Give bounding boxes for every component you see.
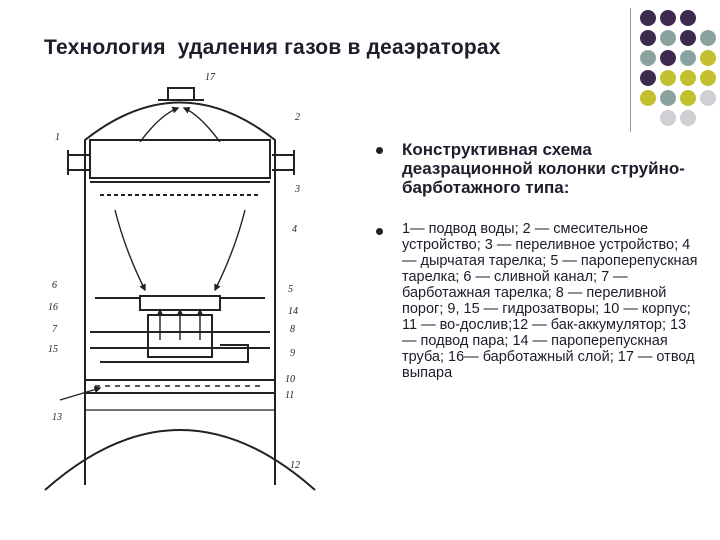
label-13: 13: [52, 412, 62, 423]
label-3: 3: [294, 184, 300, 195]
bullet-legend: 1— подвод воды; 2 — смесительное устройс…: [402, 221, 698, 381]
dot-purple: [640, 70, 656, 86]
dot-olive: [700, 70, 716, 86]
label-2: 2: [295, 112, 300, 123]
label-4: 4: [292, 224, 297, 235]
dot-olive: [680, 90, 696, 106]
dot-teal: [680, 50, 696, 66]
dot-gray: [680, 110, 696, 126]
label-10: 10: [285, 374, 295, 385]
dot-teal: [660, 30, 676, 46]
label-7: 7: [52, 324, 58, 335]
dot-purple: [660, 10, 676, 26]
dot-gray: [660, 110, 676, 126]
label-17: 17: [205, 72, 216, 83]
label-1: 1: [55, 132, 60, 143]
bullet-heading: Конструктивная схема деазрационной колон…: [402, 140, 685, 197]
dot-gray: [700, 90, 716, 106]
bullet-item: Конструктивная схема деазрационной колон…: [372, 140, 702, 197]
dot-purple: [640, 10, 656, 26]
dot-olive: [700, 50, 716, 66]
bullet-list: Конструктивная схема деазрационной колон…: [372, 140, 702, 405]
label-12: 12: [290, 460, 300, 471]
dot-olive: [640, 90, 656, 106]
dot-purple: [640, 30, 656, 46]
label-15: 15: [48, 344, 58, 355]
bullet-item: 1— подвод воды; 2 — смесительное устройс…: [372, 221, 702, 381]
bullet-dot-icon: [376, 228, 383, 235]
label-16: 16: [48, 302, 58, 313]
dot-teal: [660, 90, 676, 106]
deaerator-column-diagram: 1 2 3 4 5 6 7 8 9 10 11 12 13 14 15 16 1…: [44, 72, 316, 491]
dot-teal: [700, 30, 716, 46]
slide-title: Технология удаления газов в деаэраторах: [44, 36, 501, 59]
label-11: 11: [285, 390, 294, 401]
dot-olive: [660, 70, 676, 86]
dot-purple: [660, 50, 676, 66]
dot-teal: [640, 50, 656, 66]
bullet-dot-icon: [376, 147, 383, 154]
label-14: 14: [288, 306, 298, 317]
dot-purple: [680, 30, 696, 46]
dot-olive: [680, 70, 696, 86]
label-5: 5: [288, 284, 293, 295]
decorative-divider: [630, 8, 631, 132]
dot-purple: [680, 10, 696, 26]
label-9: 9: [290, 348, 295, 359]
label-8: 8: [290, 324, 295, 335]
label-6: 6: [52, 280, 57, 291]
